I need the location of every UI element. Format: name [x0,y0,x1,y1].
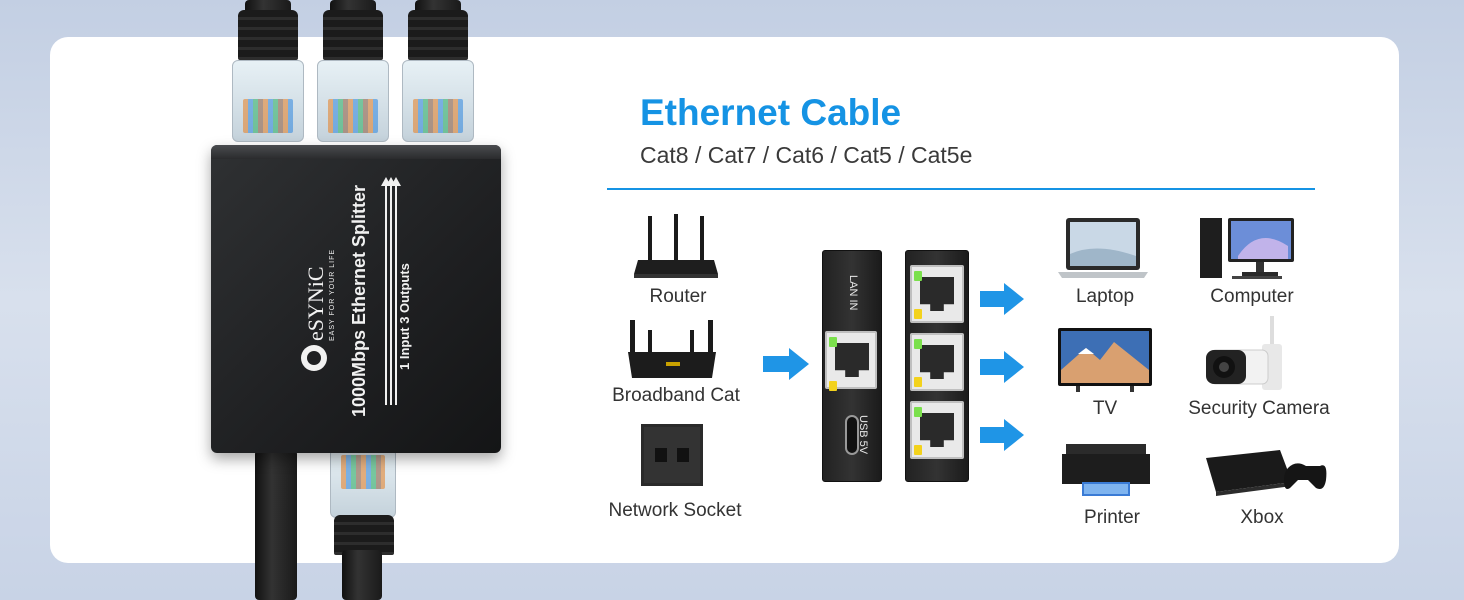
splitter-output-side [905,250,969,482]
output-arrow-icon [980,351,1024,383]
splitter-input-side: LAN IN USB 5V [822,250,882,482]
brand-name: eSYNiC [303,266,328,341]
output-label-printer: Printer [1084,507,1140,528]
broadband-modem-icon [628,320,716,378]
output-arrow-icon [980,283,1024,315]
divider [607,188,1315,190]
usb-c-port [845,415,859,455]
cable-boot-3 [408,10,468,60]
tv-icon [1058,328,1152,392]
network-socket-icon [641,424,703,486]
router-icon [634,214,718,278]
usb-label: USB 5V [857,415,869,455]
model-text: 1000Mbps Ethernet Splitter [349,184,369,417]
source-label-broadband: Broadband Cat [612,385,740,406]
brand-tagline: EASY FOR YOUR LIFE [329,248,336,341]
game-console-icon [1206,450,1327,496]
rj45-plug-3 [402,60,474,142]
cable-boot-input [334,515,394,555]
cable-boot-1 [238,10,298,60]
output-label-xbox: Xbox [1240,507,1284,528]
printer-icon [1062,444,1150,496]
rj45-plug-2 [317,60,389,142]
source-label-socket: Network Socket [608,500,742,521]
laptop-icon [1058,218,1148,278]
output-label-laptop: Laptop [1075,286,1135,307]
usb-cable [255,450,297,600]
rj45-plug-1 [232,60,304,142]
input-cable [342,550,382,600]
direction-arrow-icon [381,177,391,405]
page-title: Ethernet Cable [640,92,902,133]
brand-logo-icon [301,345,327,371]
lan-in-label: LAN IN [847,275,859,311]
rj45-plug-input [330,448,396,518]
output-label-tv: TV [1092,398,1118,419]
security-camera-icon [1206,316,1282,390]
output-arrow-icon [980,419,1024,451]
io-text: 1 Input 3 Outputs [397,263,412,370]
cable-categories: Cat8 / Cat7 / Cat6 / Cat5 / Cat5e [640,142,973,168]
cable-boot-2 [323,10,383,60]
source-label-router: Router [649,286,707,307]
output-label-computer: Computer [1210,286,1294,307]
output-port-3 [910,401,964,459]
ethernet-splitter: eSYNiC EASY FOR YOUR LIFE 1000Mbps Ether… [211,145,501,453]
input-arrow-icon [763,348,809,380]
output-label-camera: Security Camera [1188,398,1330,419]
desktop-computer-icon [1200,218,1294,279]
